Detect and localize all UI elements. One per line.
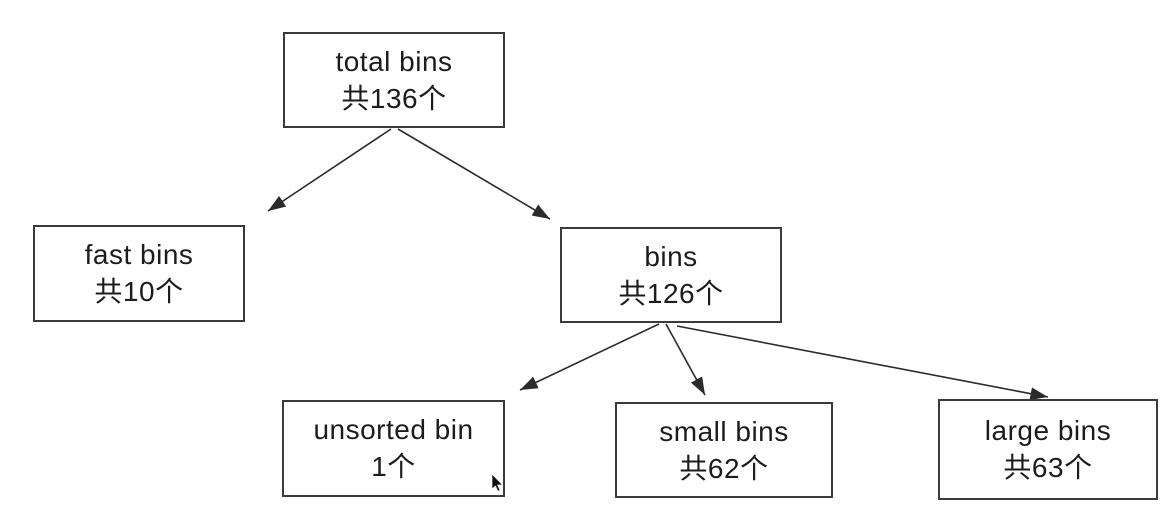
node-total-bins-count: 共136个 <box>341 82 447 114</box>
node-total-bins: total bins 共136个 <box>283 32 505 128</box>
node-bins: bins 共126个 <box>560 227 782 323</box>
node-large-bins-label: large bins <box>984 415 1112 446</box>
node-small-bins-label: small bins <box>659 415 789 447</box>
node-unsorted-bin-label: unsorted bin <box>313 414 474 445</box>
edge-total-to-bins <box>397 128 551 220</box>
node-fast-bins-label: fast bins <box>84 239 194 270</box>
node-small-bins: small bins 共62个 <box>615 402 833 498</box>
node-total-bins-label: total bins <box>335 45 453 77</box>
node-fast-bins: fast bins 共10个 <box>33 225 245 322</box>
edge-bins-to-small <box>665 323 706 396</box>
node-unsorted-bin-count: 1个 <box>371 451 416 482</box>
node-large-bins: large bins 共63个 <box>938 399 1158 500</box>
node-bins-count: 共126个 <box>618 277 724 309</box>
node-unsorted-bin: unsorted bin 1个 <box>282 400 505 497</box>
edge-total-to-fast <box>267 128 392 212</box>
node-small-bins-count: 共62个 <box>679 452 769 484</box>
node-large-bins-count: 共63个 <box>1003 452 1093 483</box>
node-fast-bins-count: 共10个 <box>94 276 184 307</box>
node-bins-label: bins <box>644 240 698 272</box>
edge-bins-to-unsorted <box>519 323 660 391</box>
edge-bins-to-large <box>676 325 1049 400</box>
